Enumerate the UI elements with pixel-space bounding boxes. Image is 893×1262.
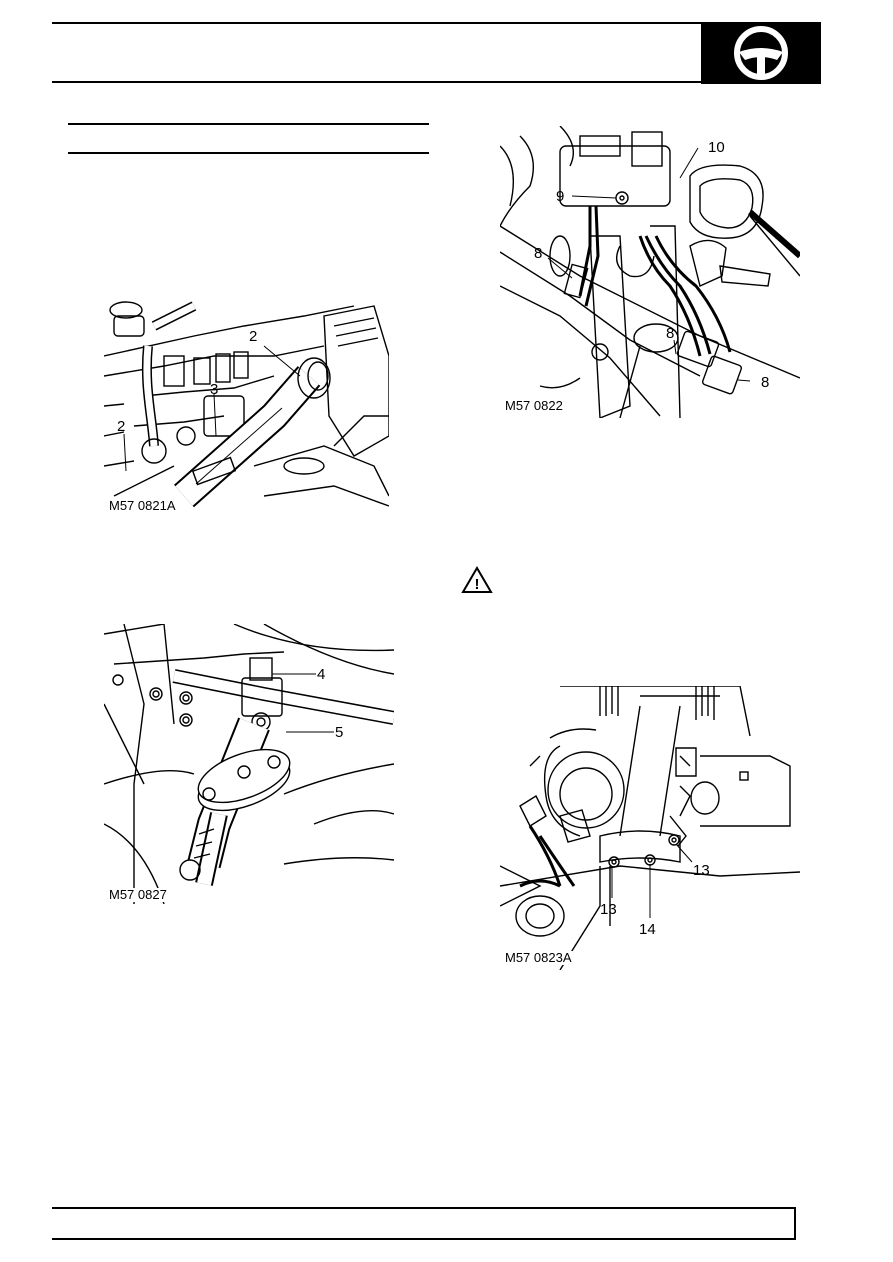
callout-8-middle: 8 (666, 325, 675, 342)
callout-14: 14 (639, 921, 656, 938)
callout-10: 10 (708, 139, 725, 156)
callout-2-upper: 2 (249, 328, 258, 345)
footer-bottom-rule (52, 1238, 796, 1240)
left-rule-top (68, 123, 429, 125)
figure-caption: M57 0823A (504, 950, 573, 965)
figure-steering-column-joint: 4 5 M57 0827 (104, 624, 394, 904)
figure-column-connectors: 10 9 8 8 8 M57 0822 (500, 126, 800, 418)
figure-caption: M57 0822 (504, 398, 564, 413)
callout-3: 3 (210, 381, 219, 398)
callout-13-right: 13 (693, 862, 710, 879)
header-top-rule (52, 22, 820, 24)
callout-13-left: 13 (600, 901, 617, 918)
warning-triangle-icon: ! (461, 566, 493, 599)
header-bottom-rule (52, 81, 820, 83)
figure-air-intake-hose: 2 3 2 M57 0821A (104, 296, 389, 515)
figure-caption: M57 0827 (108, 887, 168, 902)
steering-wheel-icon (734, 26, 788, 80)
callout-2-lower: 2 (117, 418, 126, 435)
figure-column-mounting: 13 13 14 M57 0823A (500, 686, 800, 970)
callout-8-right: 8 (761, 374, 770, 391)
svg-text:!: ! (475, 576, 480, 593)
callout-9: 9 (556, 188, 565, 205)
left-rule-bottom (68, 152, 429, 154)
footer-right-rule (794, 1207, 796, 1240)
section-badge (701, 22, 821, 84)
footer-top-rule (52, 1207, 796, 1209)
callout-5: 5 (335, 724, 344, 741)
callout-4: 4 (317, 666, 326, 683)
callout-8-left: 8 (534, 245, 543, 262)
figure-caption: M57 0821A (108, 498, 177, 513)
